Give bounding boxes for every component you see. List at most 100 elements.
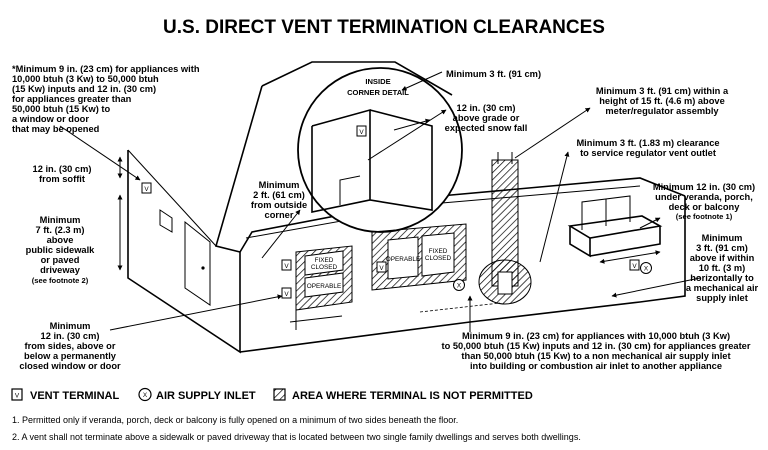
svg-text:X: X [457,283,462,290]
svg-text:height of 15 ft. (4.6 m) above: height of 15 ft. (4.6 m) above [599,96,725,106]
callout-soffit: 12 in. (30 cm) from soffit [33,164,92,184]
svg-text:*Minimum 9 in. (23 cm) for app: *Minimum 9 in. (23 cm) for appliances wi… [12,64,200,74]
svg-text:(see footnote 2): (see footnote 2) [32,276,89,285]
svg-text:V: V [15,393,20,400]
fixed-label-1a: FIXED [315,257,334,264]
front-wall [239,196,686,353]
meter-leader [514,107,591,159]
svg-text:Minimum: Minimum [259,180,300,190]
svg-text:AIR SUPPLY INLET: AIR SUPPLY INLET [156,390,256,402]
svg-text:to service regulator vent outl: to service regulator vent outlet [580,148,716,158]
svg-text:V: V [284,263,289,270]
regulator-leader [539,151,570,263]
vent-terminal-front-4: V [629,259,640,271]
svg-text:Minimum 9 in. (23 cm) for appl: Minimum 9 in. (23 cm) for appliances wit… [462,331,730,341]
svg-text:Minimum 12 in. (30 cm): Minimum 12 in. (30 cm) [653,182,755,192]
svg-text:Minimum: Minimum [40,215,81,225]
legend-not-permitted: AREA WHERE TERMINAL IS NOT PERMITTED [273,388,533,402]
svg-text:into building or combustion ai: into building or combustion air inlet to… [470,361,722,371]
fixed-label-2a: FIXED [429,248,448,255]
air-supply-inlet-1: X [453,279,465,291]
svg-text:from soffit: from soffit [39,174,85,184]
svg-text:driveway: driveway [40,265,81,275]
svg-text:V: V [284,291,289,298]
callout-regulator: Minimum 3 ft. (1.83 m) clearance to serv… [576,138,719,158]
svg-text:corner: corner [265,210,294,220]
svg-text:Minimum 3 ft. (91 cm): Minimum 3 ft. (91 cm) [446,69,541,79]
svg-text:closed window or door: closed window or door [19,361,121,371]
window-right: OPERABLE FIXED CLOSED [371,223,467,291]
svg-text:3 ft. (91 cm): 3 ft. (91 cm) [696,243,748,253]
svg-text:to 50,000 btuh (15 Kw) inputs: to 50,000 btuh (15 Kw) inputs and 12 in.… [442,341,751,351]
svg-text:AREA WHERE TERMINAL IS NOT PER: AREA WHERE TERMINAL IS NOT PERMITTED [292,390,533,402]
callout-non-mech: Minimum 9 in. (23 cm) for appliances wit… [442,331,751,371]
operable-label-2: OPERABLE [386,256,420,263]
callout-meter: Minimum 3 ft. (91 cm) within a height of… [596,86,729,116]
window-left: FIXED CLOSED OPERABLE [295,245,353,311]
svg-text:X: X [143,392,148,399]
svg-text:above grade or: above grade or [453,113,520,123]
meter-box [497,271,513,295]
legend-hatch-symbol [273,388,286,401]
grade-leader [367,109,447,161]
veranda-dim [599,250,661,264]
door-knob [201,266,205,270]
svg-text:(15 Kw) inputs and 12 in. (30: (15 Kw) inputs and 12 in. (30 cm) [12,84,156,94]
svg-text:Minimum: Minimum [702,233,743,243]
side-wall [127,150,241,354]
svg-text:a window or door: a window or door [12,114,89,124]
corner-detail-label-2: CORNER DETAIL [347,88,409,97]
soffit-edge [127,149,217,247]
svg-text:meter/regulator assembly: meter/regulator assembly [605,106,719,116]
svg-text:Minimum: Minimum [50,321,91,331]
svg-text:Minimum 3 ft. (91 cm) within a: Minimum 3 ft. (91 cm) within a [596,86,729,96]
callout-veranda: Minimum 12 in. (30 cm) under veranda, po… [653,182,755,221]
legend-air-symbol [138,387,152,402]
svg-text:above: above [47,235,74,245]
operable-label-1: OPERABLE [307,283,341,290]
svg-text:below a permanently: below a permanently [24,351,117,361]
svg-text:that may be opened: that may be opened [12,124,100,134]
air-supply-inlet-2: X [640,262,652,274]
balcony-front [589,226,661,257]
legend-vent-terminal: V VENT TERMINAL [11,388,120,402]
fixed-label-1b: CLOSED [311,264,338,271]
vent-terminal-front-3: V [376,261,387,273]
callout-inside-corner: Minimum 3 ft. (91 cm) [446,69,541,79]
svg-text:X: X [644,266,649,273]
window-dim-2 [289,315,343,323]
svg-text:expected snow fall: expected snow fall [445,123,528,133]
corner-vent [356,125,367,137]
svg-text:VENT TERMINAL: VENT TERMINAL [30,390,120,402]
fixed-label-2b: CLOSED [425,255,452,262]
legend-vent-symbol [11,388,23,401]
svg-text:Minimum 3 ft. (1.83 m) clearan: Minimum 3 ft. (1.83 m) clearance [576,138,719,148]
svg-text:public sidewalk: public sidewalk [26,245,96,255]
svg-text:a mechanical air: a mechanical air [686,283,759,293]
svg-text:from sides, above or: from sides, above or [25,341,116,351]
diagram-title: U.S. DIRECT VENT TERMINATION CLEARANCES [163,17,605,38]
inside-corner-detail: V INSIDE CORNER DETAIL [297,67,463,233]
svg-text:V: V [144,186,149,193]
svg-text:12 in. (30 cm): 12 in. (30 cm) [457,103,516,113]
sides-leader [109,294,283,331]
svg-text:V: V [379,265,384,272]
vent-terminal-side: V [141,182,152,194]
corner-min-leader [401,71,443,91]
svg-text:V: V [632,263,637,270]
grade-dashed-line [419,302,501,313]
outside-corner-leader [261,209,301,259]
callout-grade: 12 in. (30 cm) above grade or expected s… [445,103,528,133]
balcony [567,195,663,258]
footnote-1: 1. Permitted only if veranda, porch, dec… [12,415,458,425]
svg-text:or paved: or paved [41,255,80,265]
svg-text:under veranda, porch,: under veranda, porch, [655,192,753,202]
svg-text:12 in. (30 cm): 12 in. (30 cm) [41,331,100,341]
svg-text:10 ft. (3 m): 10 ft. (3 m) [699,263,746,273]
balcony-side [569,226,591,258]
svg-text:deck or balcony: deck or balcony [669,202,741,212]
corner-dimension [393,118,431,131]
svg-text:for appliances greater than: for appliances greater than [12,94,132,104]
svg-text:V: V [359,129,364,136]
